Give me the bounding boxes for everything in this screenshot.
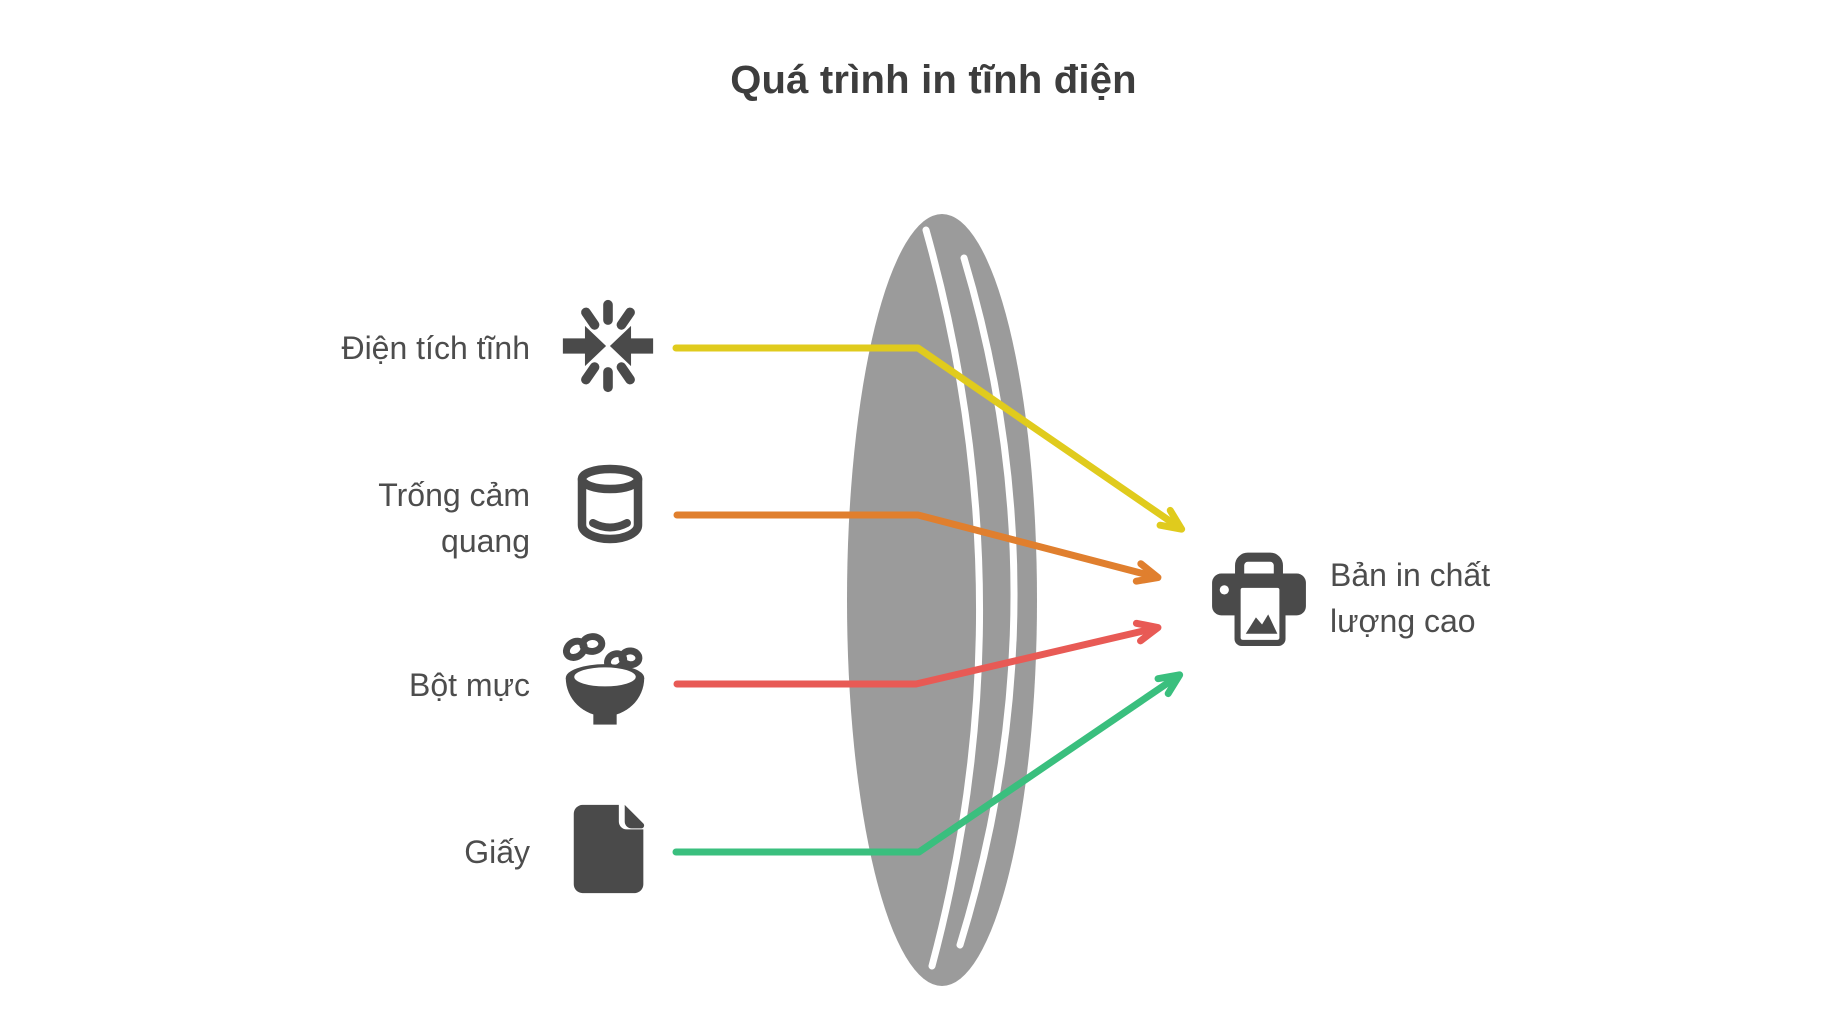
lens-body	[847, 214, 1037, 986]
page-title: Quá trình in tĩnh điện	[730, 58, 1137, 102]
lens-layer-line-1	[922, 226, 983, 970]
arrow-paper	[672, 671, 1184, 856]
label-toner: Bột mực	[409, 667, 530, 703]
label-static-charge: Điện tích tĩnh	[341, 330, 530, 366]
lens-layer-line-2	[956, 254, 1018, 949]
photosensitive-drum-icon	[560, 462, 660, 562]
label-paper: Giấy	[464, 834, 530, 870]
label-output: Bản in chất lượng cao	[1330, 557, 1491, 639]
arrow-drum	[673, 511, 1162, 585]
paper-sheet-icon	[562, 800, 660, 898]
toner-bowl-icon	[552, 626, 658, 732]
static-charge-collision-icon	[560, 298, 656, 394]
arrow-toner	[673, 619, 1162, 688]
label-drum: Trống cảm quang	[378, 477, 530, 559]
printer-icon	[1208, 546, 1310, 648]
arrow-static-charge	[672, 344, 1186, 533]
lens-shape	[847, 214, 1037, 986]
